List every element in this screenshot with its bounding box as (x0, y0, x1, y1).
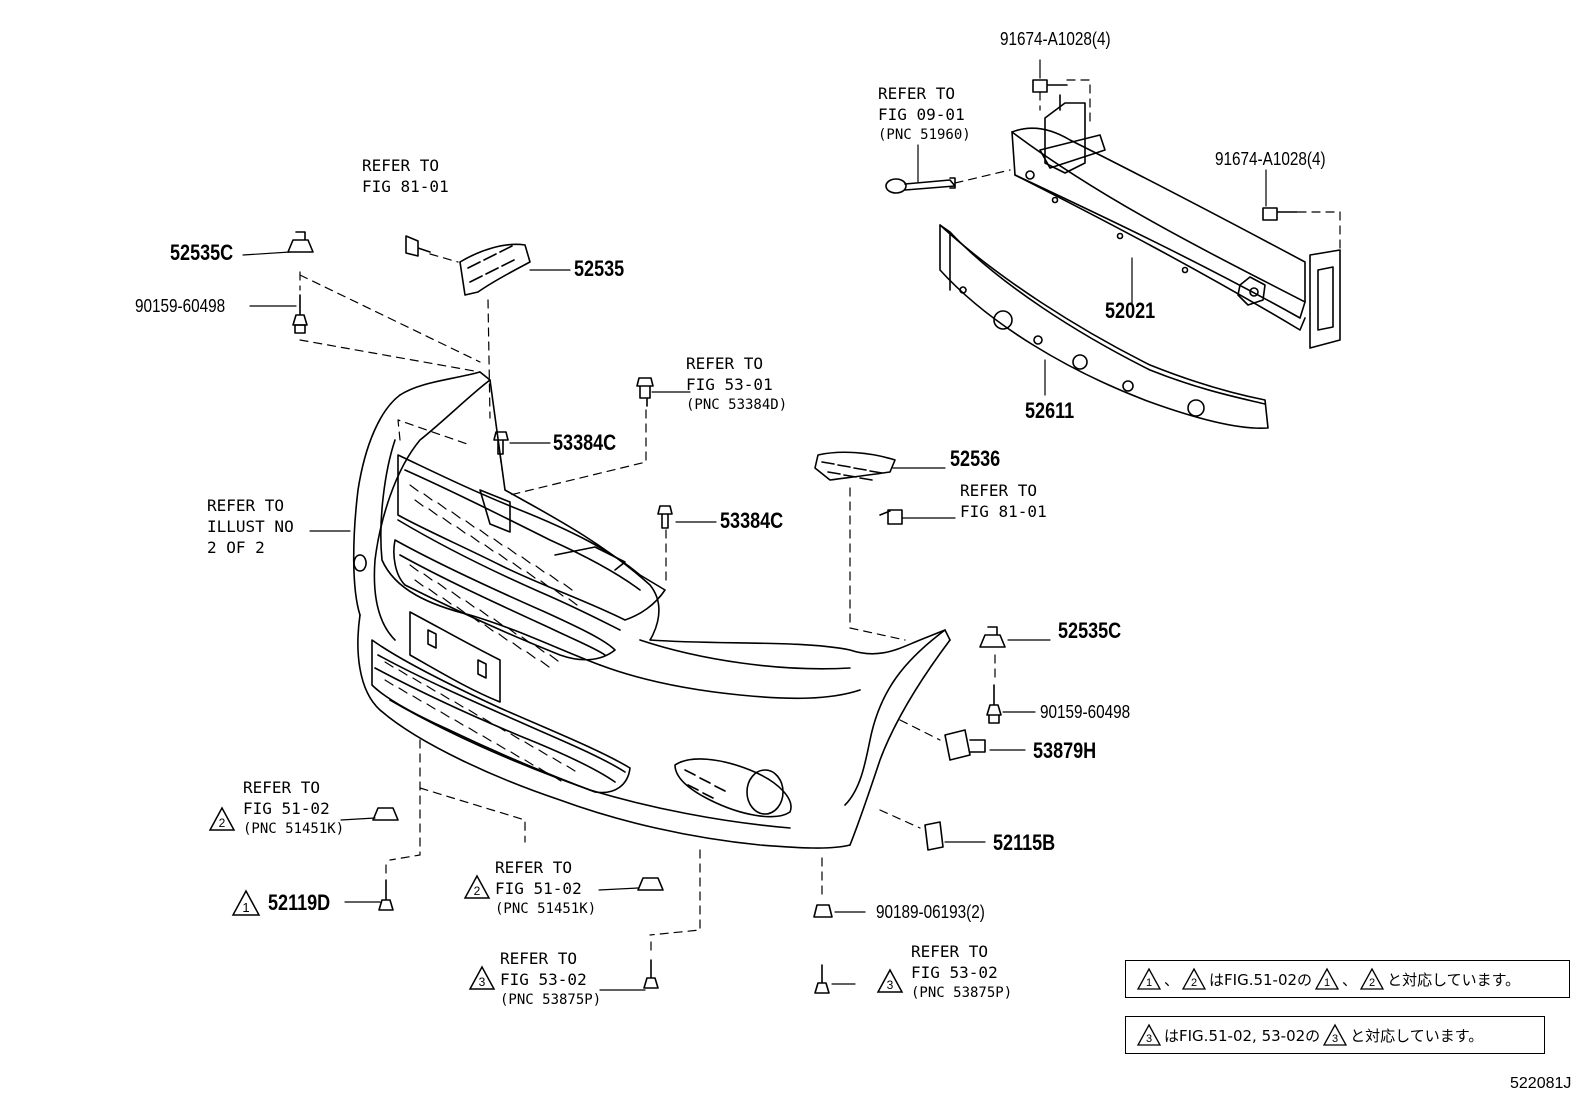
triangle-marker-icon: 3 (1322, 1023, 1348, 1047)
triangle-marker-icon: 3 (876, 968, 904, 994)
part-label-52535c-right: 52535C (1058, 618, 1122, 643)
part-label-53879h: 53879H (1033, 738, 1097, 763)
ref-fig09: REFER TO FIG 09-01 (PNC 51960) (878, 84, 971, 143)
triangle-marker-icon: 3 (468, 965, 496, 991)
ref-illust: REFER TO ILLUST NO 2 OF 2 (207, 496, 294, 557)
absorber-52611 (939, 224, 1269, 430)
part-label-91674-top: 91674-A1028(4) (1000, 29, 1111, 49)
triangle-marker-icon: 2 (463, 874, 491, 900)
fasteners (287, 79, 1298, 994)
svg-text:1: 1 (1324, 977, 1330, 989)
svg-text:3: 3 (887, 978, 894, 992)
part-label-52119d: 52119D (268, 890, 331, 915)
svg-text:2: 2 (474, 884, 481, 898)
ref-fig53-mid: REFER TO FIG 53-02 (PNC 53875P) (500, 949, 602, 1008)
part-label-52535c-top: 52535C (170, 240, 234, 265)
svg-text:3: 3 (1332, 1033, 1338, 1045)
note-box-1: 1 、 2 はFIG.51-02の 1 、 2 と対応しています。 (1125, 960, 1570, 998)
svg-text:3: 3 (1146, 1033, 1152, 1045)
part-label-53384c-a: 53384C (553, 430, 617, 455)
part-label-90159-top: 90159-60498 (135, 296, 226, 316)
part-label-52535: 52535 (574, 256, 625, 281)
part-label-90189: 90189-06193(2) (876, 902, 985, 922)
part-label-53384c-b: 53384C (720, 508, 784, 533)
triangle-marker-icon: 1 (231, 889, 261, 917)
triangle-marker-icon: 2 (208, 806, 236, 832)
leader-lines (242, 59, 1267, 991)
triangle-marker-icon: 1 (1136, 967, 1162, 991)
svg-text:1: 1 (1146, 977, 1152, 989)
illustration-code: 522081J (1510, 1075, 1572, 1092)
ref-fig53-right: REFER TO FIG 53-02 (PNC 53875P) (911, 942, 1013, 1001)
reinforcement-52021 (1011, 94, 1341, 349)
retainer-52535 (459, 243, 531, 296)
tow-hook (885, 177, 956, 194)
ref-fig81-right: REFER TO FIG 81-01 (960, 481, 1047, 521)
ref-fig51-mid: REFER TO FIG 51-02 (PNC 51451K) (495, 858, 597, 917)
triangle-marker-icon: 3 (1136, 1023, 1162, 1047)
part-label-52115b: 52115B (993, 830, 1056, 855)
bumper-cover (352, 371, 951, 849)
dashed-leaders (299, 79, 1341, 956)
part-label-52021: 52021 (1105, 298, 1156, 323)
note-box-2: 3 はFIG.51-02, 53-02の 3 と対応しています。 (1125, 1016, 1545, 1054)
svg-text:1: 1 (242, 900, 249, 915)
triangle-marker-icon: 2 (1181, 967, 1207, 991)
part-label-91674-right: 91674-A1028(4) (1215, 149, 1326, 169)
part-label-90159-right: 90159-60498 (1040, 702, 1131, 722)
part-label-52611: 52611 (1025, 398, 1075, 423)
retainer-52536 (814, 451, 896, 481)
svg-text:2: 2 (219, 816, 226, 830)
svg-text:2: 2 (1369, 977, 1375, 989)
ref-fig53-top: REFER TO FIG 53-01 (PNC 53384D) (686, 354, 788, 413)
triangle-marker-icon: 2 (1359, 967, 1385, 991)
ref-fig51-left: REFER TO FIG 51-02 (PNC 51451K) (243, 778, 345, 837)
svg-text:3: 3 (479, 975, 486, 989)
part-label-52536: 52536 (950, 446, 1001, 471)
svg-text:2: 2 (1191, 977, 1197, 989)
ref-fig81-top: REFER TO FIG 81-01 (362, 156, 449, 196)
triangle-marker-icon: 1 (1314, 967, 1340, 991)
